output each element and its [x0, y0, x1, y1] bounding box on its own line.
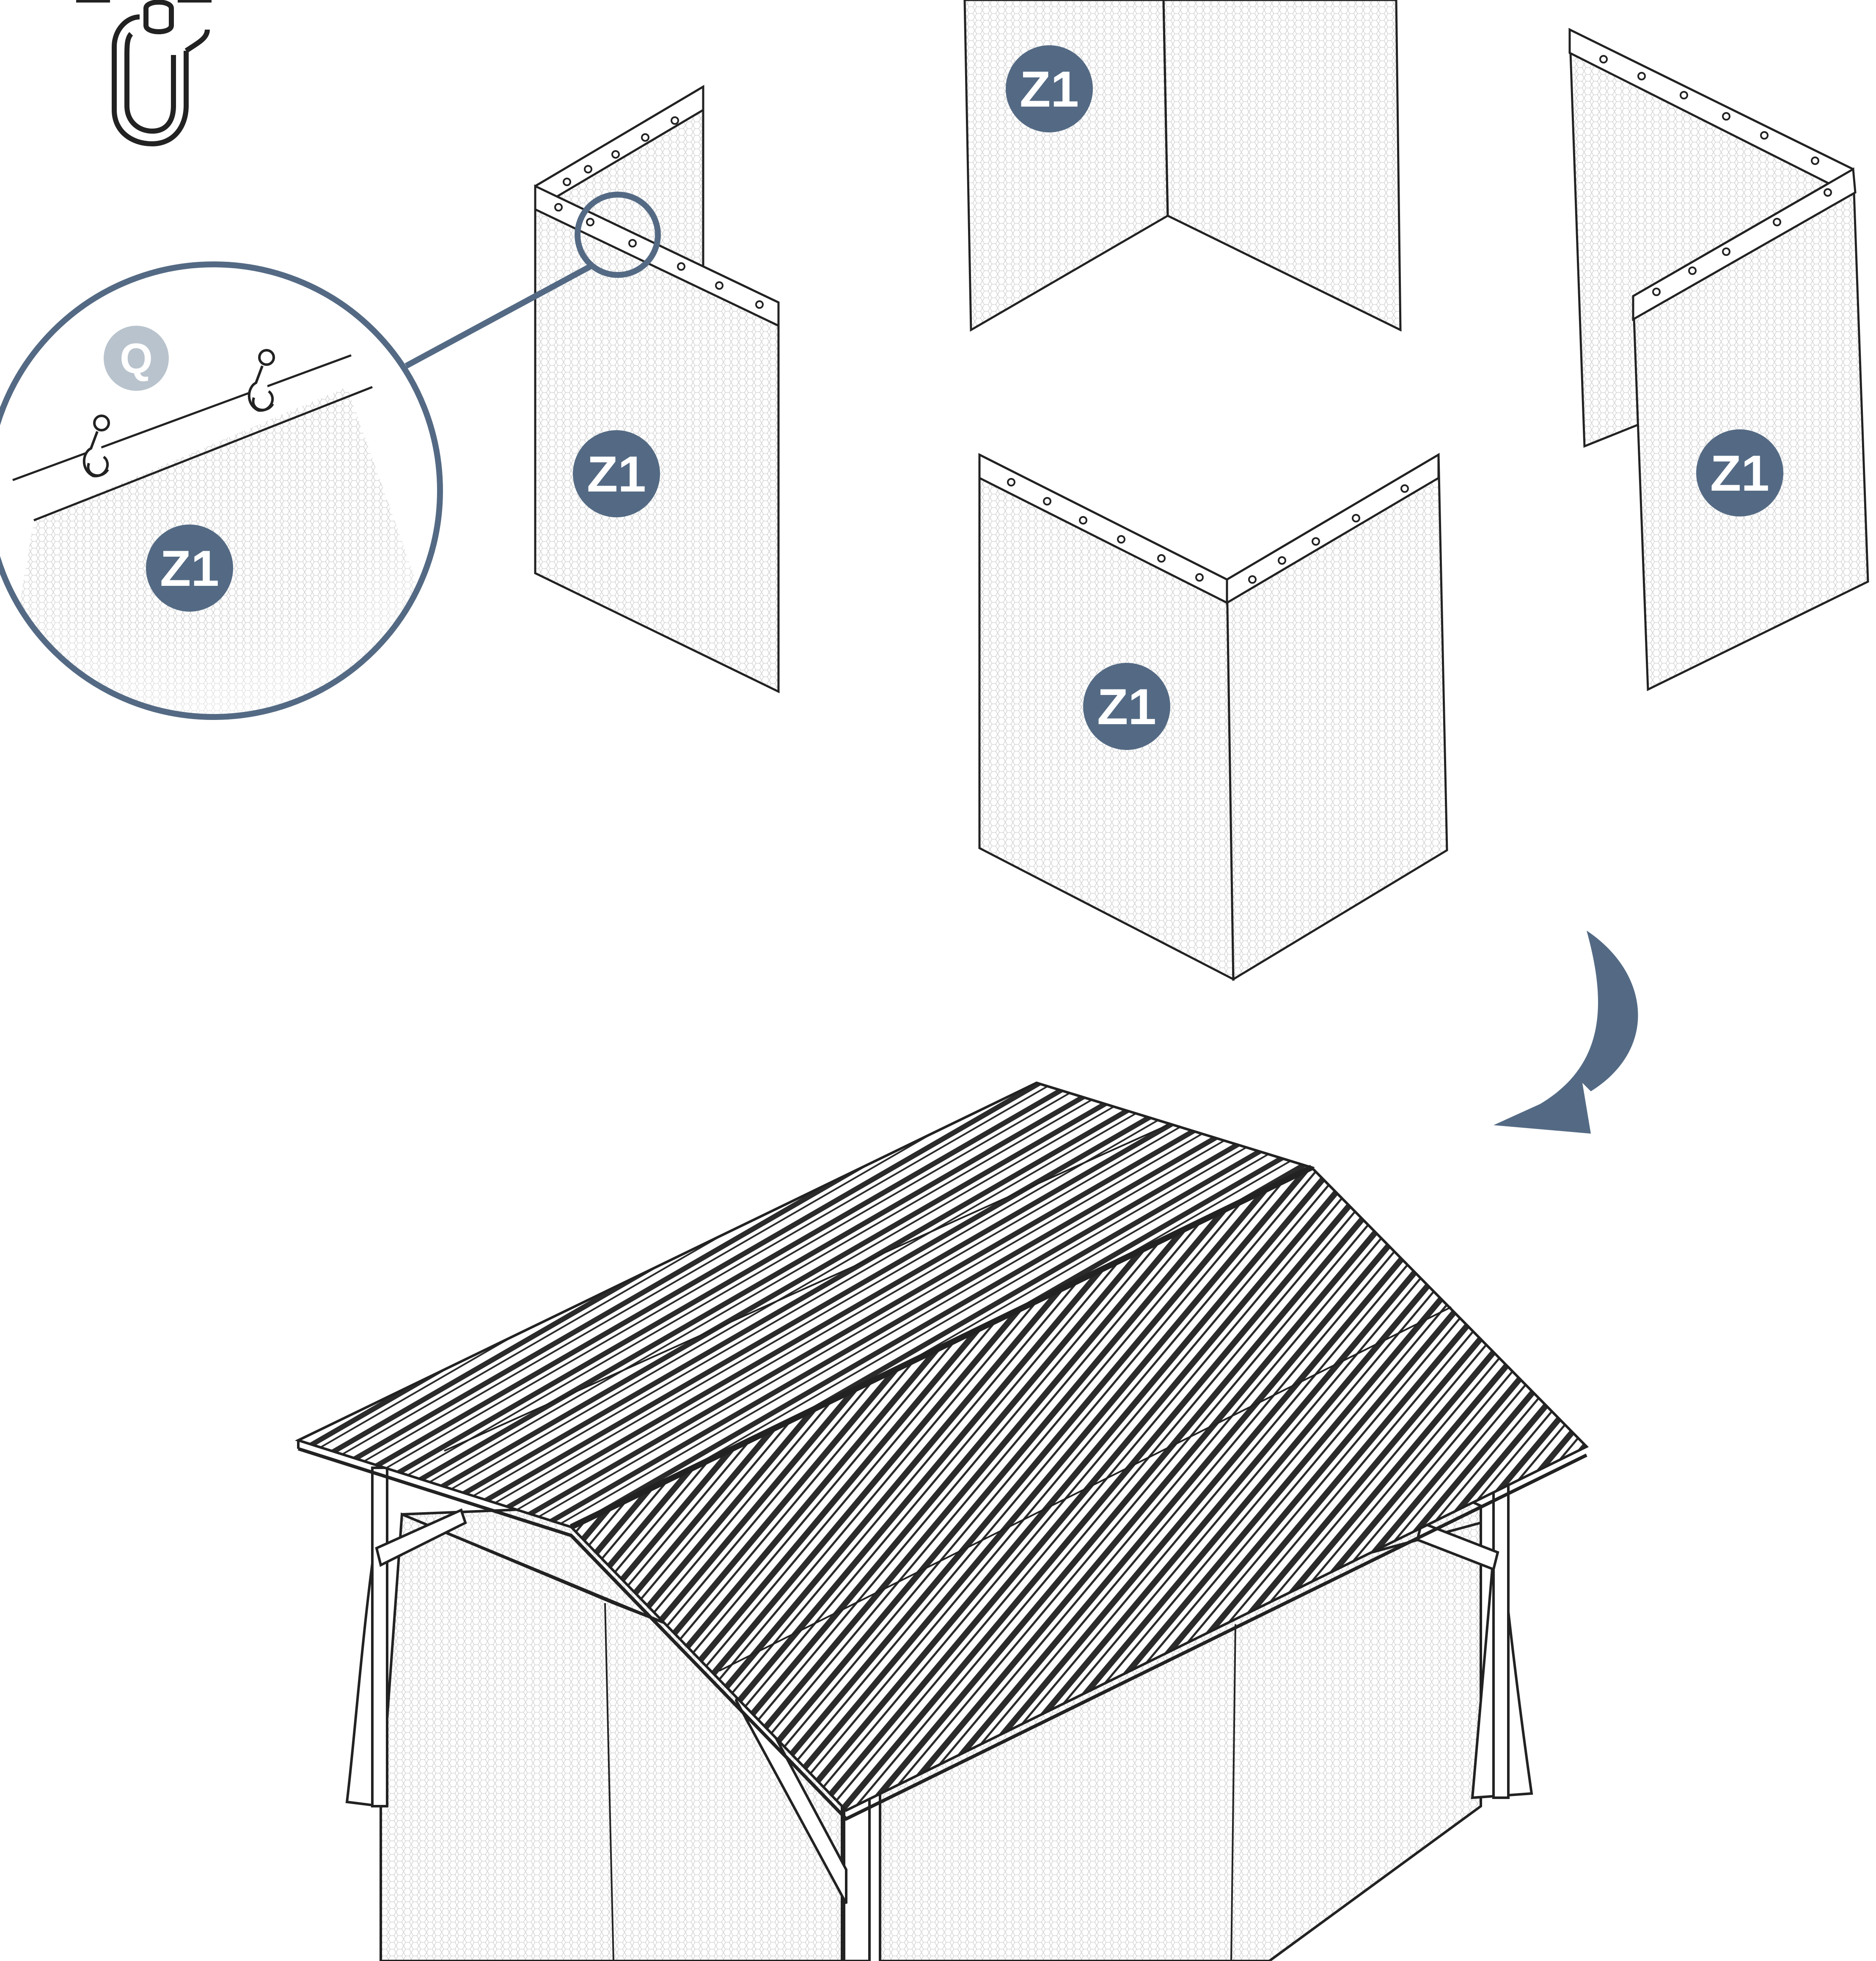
curtain-panel-left [534, 85, 780, 693]
zoom-connector-line [404, 264, 592, 369]
curtain-panel-center [978, 453, 1448, 981]
badge-z1-right: Z1 [1696, 429, 1783, 516]
badge-z1-center-label: Z1 [1097, 678, 1156, 735]
curtain-panel-top [963, 0, 1402, 332]
badge-z1-top: Z1 [1006, 45, 1093, 132]
detail-hook-icon-1 [83, 415, 110, 478]
curtain-hook-icon [76, 0, 212, 146]
curtain-panel-right [1568, 27, 1869, 691]
zoom-circle-small [575, 192, 661, 278]
badge-q-label: Q [120, 335, 153, 382]
curved-arrow-icon [1494, 931, 1638, 1134]
badge-z1-right-label: Z1 [1710, 445, 1769, 502]
detail-magnifier [0, 261, 443, 720]
badge-z1-top-label: Z1 [1020, 61, 1079, 118]
badge-z1-left: Z1 [573, 430, 660, 517]
badge-z1-detail: Z1 [146, 525, 233, 612]
badge-z1-left-label: Z1 [587, 446, 646, 503]
gazebo-structure [294, 1081, 1589, 1961]
badge-z1-center: Z1 [1083, 663, 1170, 750]
badge-z1-detail-label: Z1 [160, 540, 219, 597]
detail-hook-icon-2 [248, 349, 275, 412]
badge-q: Q [104, 326, 169, 391]
